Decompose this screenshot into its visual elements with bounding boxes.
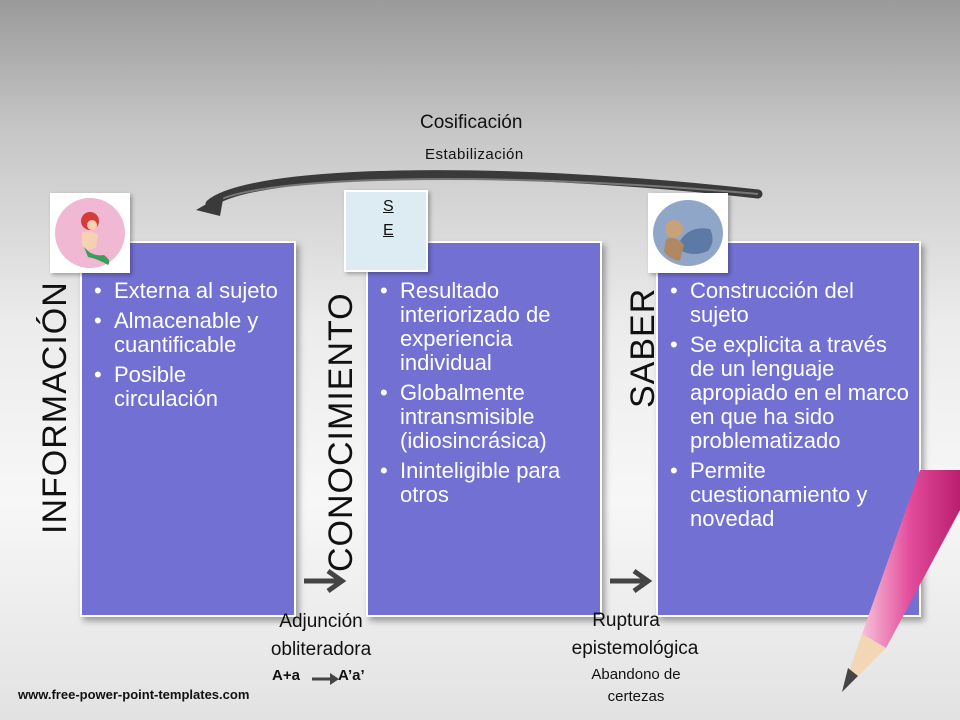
card-conocimiento: Resultado interiorizado de experiencia i… bbox=[366, 241, 602, 617]
badge-line-e: E bbox=[383, 222, 394, 239]
small-arrow-icon bbox=[312, 673, 339, 685]
thinker-icon bbox=[653, 200, 723, 266]
footer-url: www.free-power-point-templates.com bbox=[18, 687, 250, 702]
list-item: Posible circulación bbox=[94, 363, 286, 411]
column-label-conocimiento: CONOCIMIENTO bbox=[322, 292, 360, 572]
list-item: Almacenable y cuantificable bbox=[94, 309, 286, 357]
cosificacion-label: Cosificación bbox=[420, 112, 523, 133]
card-informacion: Externa al sujeto Almacenable y cuantifi… bbox=[80, 241, 296, 617]
arrow-right-icon bbox=[610, 568, 653, 594]
list-item: Permite cuestionamiento y novedad bbox=[670, 459, 911, 531]
card-saber: Construcción del sujeto Se explicita a t… bbox=[656, 241, 921, 617]
estabilizacion-label: Estabilización bbox=[425, 146, 524, 163]
formula-right: A’a’ bbox=[338, 667, 365, 684]
column-label-informacion: INFORMACIÓN bbox=[36, 281, 74, 534]
list-item: Ininteligible para otros bbox=[380, 459, 592, 507]
list-item: Resultado interiorizado de experiencia i… bbox=[380, 279, 592, 375]
icon-box-informacion bbox=[50, 193, 130, 273]
epistemologica-label: epistemológica bbox=[571, 638, 699, 659]
column-label-saber: SABER bbox=[624, 287, 662, 408]
formula-left: A+a bbox=[272, 667, 300, 684]
list-item: Globalmente intransmisible (idiosincrási… bbox=[380, 381, 592, 453]
certezas-label: certezas bbox=[607, 688, 665, 705]
obliteradora-label: obliteradora bbox=[270, 639, 372, 660]
badge-box-conocimiento: S E bbox=[344, 190, 428, 272]
list-item: Construcción del sujeto bbox=[670, 279, 911, 327]
ruptura-label: Ruptura bbox=[592, 610, 660, 631]
list-item: Externa al sujeto bbox=[94, 279, 286, 304]
arrow-right-icon bbox=[304, 568, 347, 594]
mermaid-icon bbox=[55, 198, 125, 268]
badge-line-s: S bbox=[383, 198, 394, 215]
pencil-icon bbox=[842, 470, 960, 692]
abandono-label: Abandono de bbox=[591, 666, 681, 683]
list-item: Se explicita a través de un lenguaje apr… bbox=[670, 333, 911, 453]
curved-arrow bbox=[196, 170, 763, 216]
adjuncion-label: Adjunción bbox=[279, 611, 363, 632]
icon-box-saber bbox=[648, 193, 728, 273]
